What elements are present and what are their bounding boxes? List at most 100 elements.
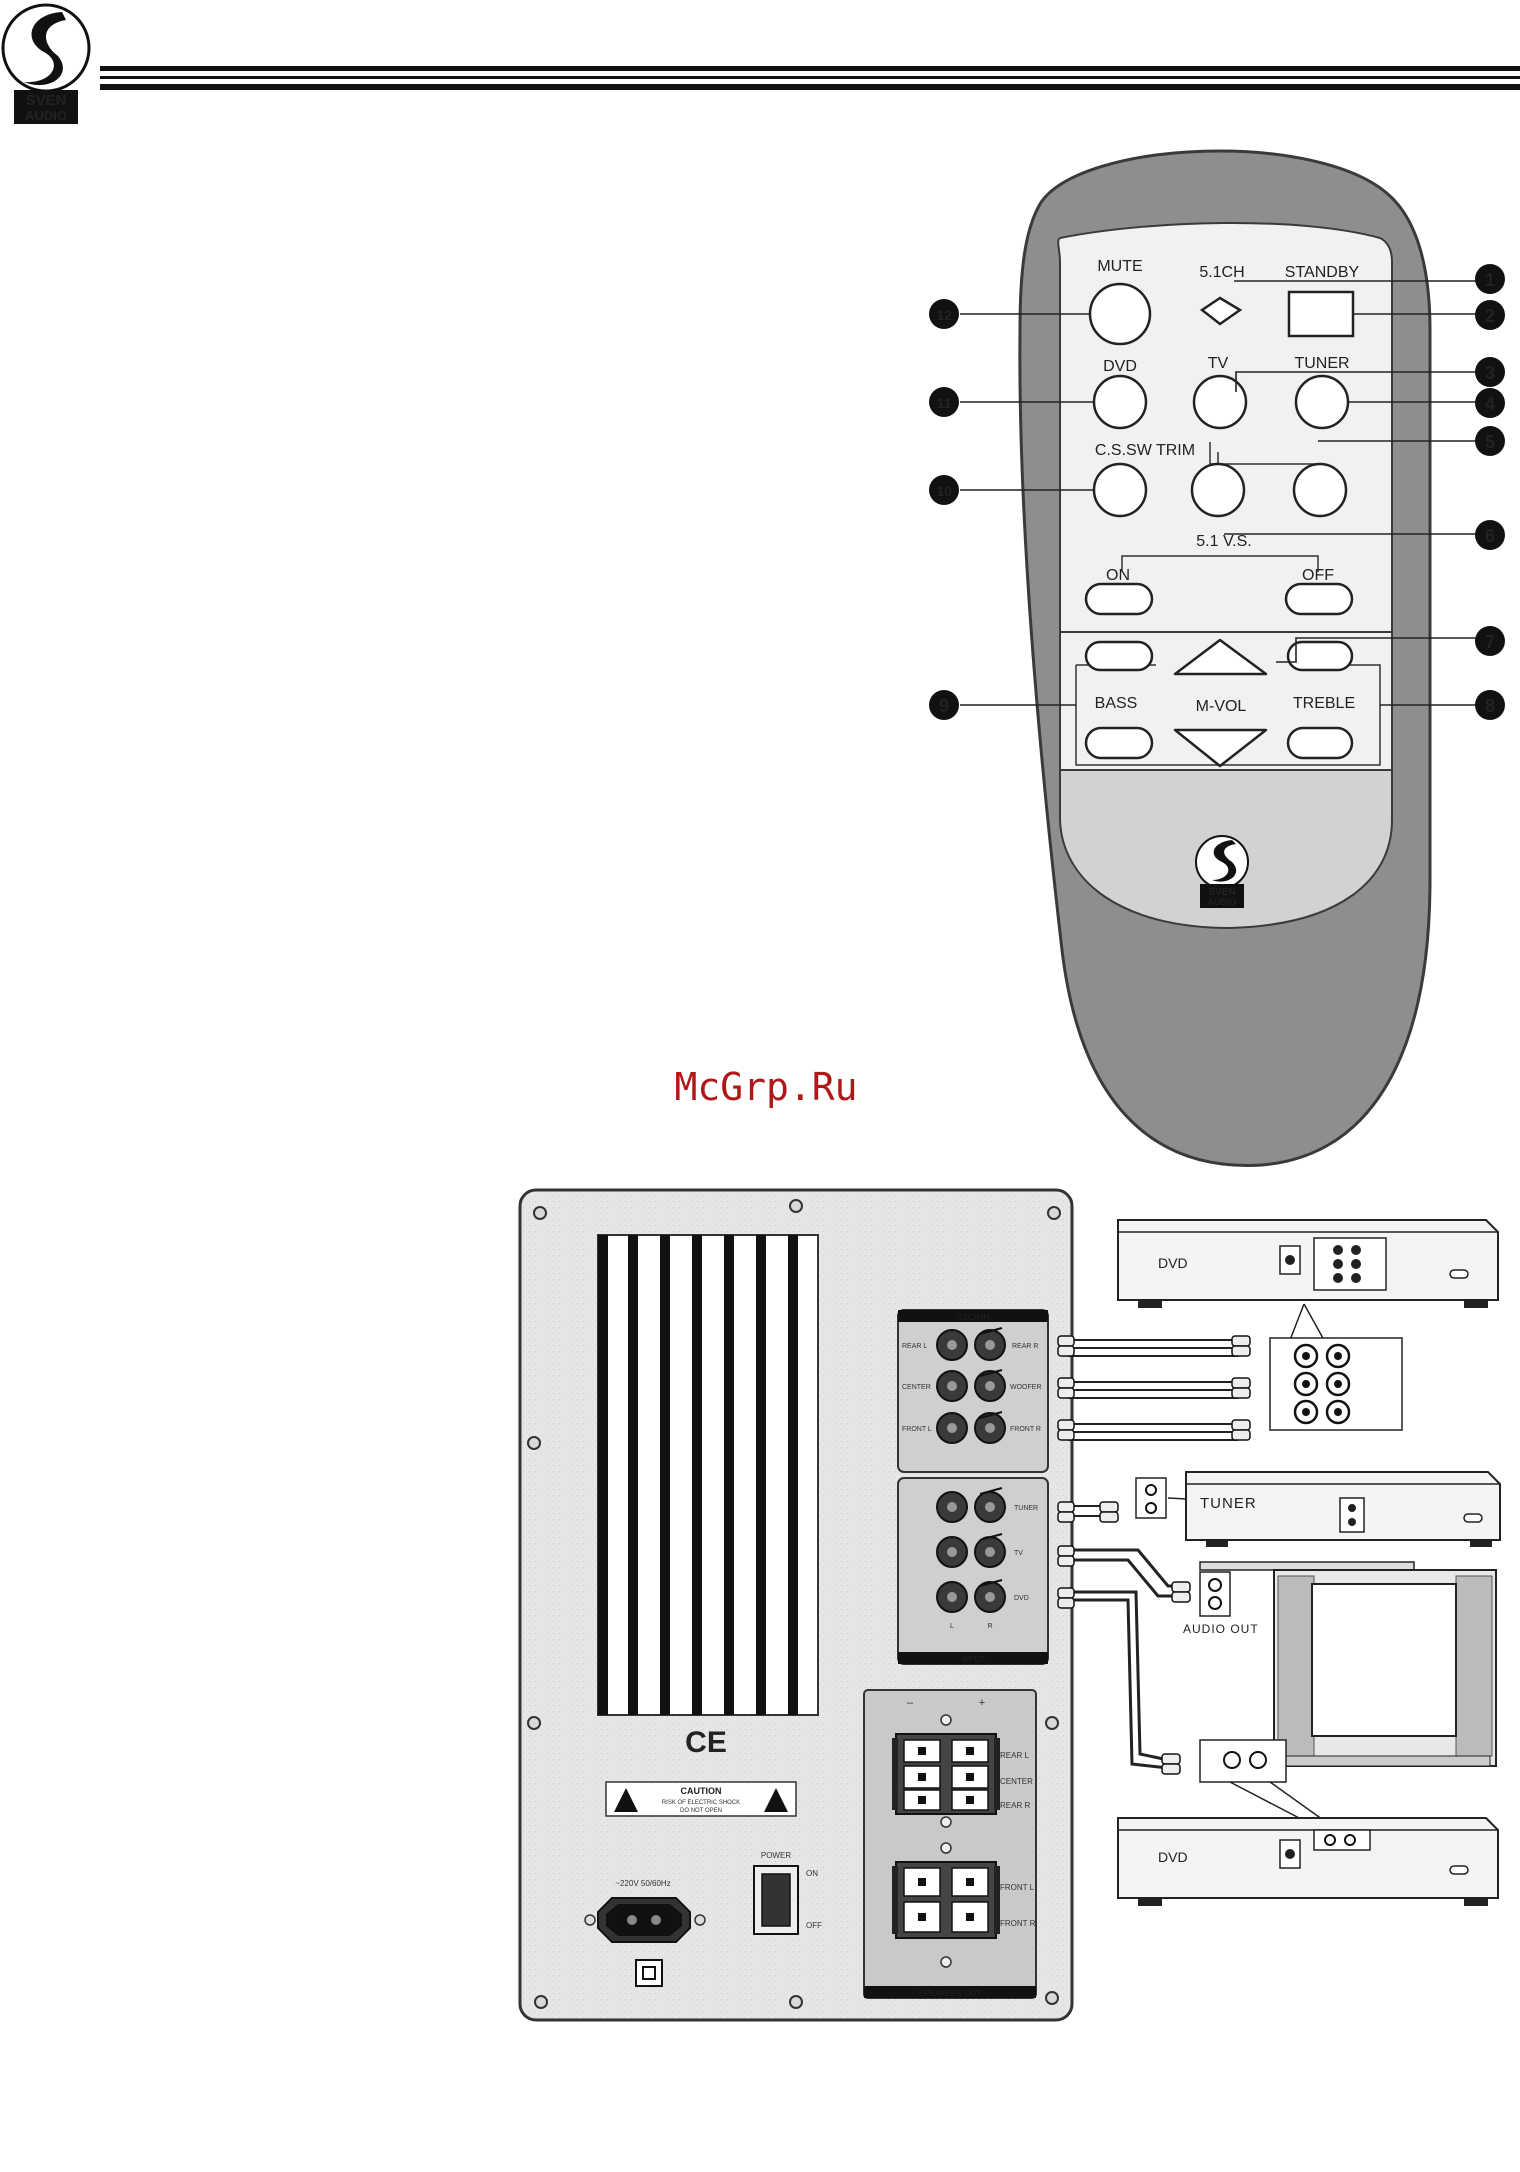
- mute-button[interactable]: [1088, 282, 1152, 346]
- input-51-arrows: [979, 1327, 1003, 1419]
- input-front-l-label: FRONT L: [902, 1426, 932, 1433]
- remote-logo-audio: AUDIO: [1208, 897, 1237, 907]
- callout-lines: [960, 280, 1476, 706]
- input-woofer-label: WOOFER: [1010, 1384, 1042, 1391]
- callout-3: 3: [1475, 357, 1505, 387]
- treble-label: TREBLE: [1293, 695, 1355, 712]
- trim-center-button[interactable]: [1092, 462, 1148, 518]
- speakers-out-title: SPEAKERS OUT: [919, 1989, 981, 1998]
- mvol-label: M-VOL: [1196, 698, 1247, 715]
- svg-text:1: 1: [1485, 270, 1495, 290]
- input-l-label: L: [950, 1623, 954, 1630]
- tuner-button[interactable]: [1294, 374, 1350, 430]
- terminal-bank-front: [892, 1861, 1000, 1939]
- off-label: OFF: [1302, 567, 1334, 584]
- svg-text:10: 10: [936, 483, 952, 499]
- caution-line1: RISK OF ELECTRIC SHOCK: [662, 1800, 740, 1806]
- tuner-label: TUNER: [1294, 355, 1349, 372]
- vs51-label: 5.1 V.S.: [1196, 533, 1251, 550]
- header: SVEN AUDIO: [1, 3, 1520, 124]
- svg-text:5: 5: [1485, 432, 1495, 452]
- svg-text:11: 11: [937, 395, 952, 411]
- ch51-label: 5.1CH: [1199, 264, 1244, 281]
- callout-6: 6: [1475, 520, 1505, 550]
- dvd2-label: DVD: [1158, 1849, 1188, 1865]
- callout-4: 4: [1475, 388, 1505, 418]
- heatsink: [597, 1234, 819, 1716]
- input-tuner-label: TUNER: [1014, 1505, 1038, 1512]
- mute-label: MUTE: [1097, 258, 1142, 275]
- dvd1-label: DVD: [1158, 1255, 1188, 1271]
- input-r-label: R: [987, 1623, 992, 1630]
- dvd1-output-zoom: [1269, 1337, 1403, 1431]
- callout-11: 11: [929, 387, 959, 417]
- panel-screws: [527, 1199, 1061, 2009]
- caution-line2: DO NOT OPEN: [680, 1808, 722, 1814]
- bass-up-button[interactable]: [1084, 640, 1154, 672]
- dvd-player-1: DVD: [1117, 1219, 1499, 1308]
- svg-text:3: 3: [1485, 363, 1495, 383]
- sven-audio-logo: SVEN AUDIO: [1, 3, 91, 124]
- volume-down-button[interactable]: [1173, 728, 1268, 768]
- terminal-plus-label: +: [979, 1697, 985, 1709]
- on-label: ON: [1106, 567, 1130, 584]
- remote-sven-logo: SVEN AUDIO: [1195, 835, 1249, 908]
- dvd-label: DVD: [1103, 358, 1137, 375]
- bass-down-button[interactable]: [1084, 726, 1154, 760]
- input-front-r-label: FRONT R: [1010, 1426, 1041, 1433]
- callout-5: 5: [1475, 426, 1505, 456]
- spk-front-l-label: FRONT L: [1000, 1883, 1035, 1892]
- terminal-bank-rear: [892, 1733, 1000, 1815]
- mains-label: ~220V 50/60Hz: [615, 1879, 670, 1888]
- remote-control: MUTE 5.1CH STANDBY DVD TV TUNER C.S.SW T…: [929, 149, 1505, 1167]
- input-title: INPUT: [961, 1655, 985, 1664]
- volume-up-button[interactable]: [1173, 638, 1268, 676]
- input-51-block: 5.1CH IN REAR L REAR R CENTER WOOFER F: [897, 1309, 1049, 1473]
- tv-audio-out: AUDIO OUT: [1183, 1571, 1259, 1636]
- logo-text-audio: AUDIO: [25, 108, 67, 123]
- vs-off-button[interactable]: [1284, 582, 1354, 616]
- input-51-title: 5.1CH IN: [957, 1313, 990, 1322]
- input-center-label: CENTER: [902, 1384, 931, 1391]
- logo-text-sven: SVEN: [26, 92, 67, 109]
- tuner-device-label: TUNER: [1200, 1495, 1257, 1512]
- input-rear-l-label: REAR L: [902, 1343, 927, 1350]
- tv-device: AUDIO OUT: [1183, 1561, 1497, 1767]
- ce-mark: CE: [685, 1726, 727, 1759]
- trim-surround-button[interactable]: [1190, 462, 1246, 518]
- trim-subwoofer-button[interactable]: [1292, 462, 1348, 518]
- treble-up-button[interactable]: [1286, 640, 1354, 672]
- speaker-output-block: SPEAKERS OUT – +: [863, 1689, 1037, 1999]
- svg-text:4: 4: [1485, 394, 1495, 414]
- audio-out-label: AUDIO OUT: [1183, 1622, 1259, 1636]
- svg-text:9: 9: [939, 696, 949, 716]
- standby-label: STANDBY: [1285, 264, 1360, 281]
- caution-title: CAUTION: [681, 1786, 722, 1796]
- standby-button[interactable]: [1287, 290, 1355, 338]
- tv-button[interactable]: [1192, 374, 1248, 430]
- tuner-device: TUNER: [1135, 1471, 1501, 1547]
- dvd-button[interactable]: [1092, 374, 1148, 430]
- power-label: POWER: [761, 1851, 791, 1860]
- svg-text:2: 2: [1485, 306, 1495, 326]
- svg-text:12: 12: [936, 307, 952, 323]
- spk-front-r-label: FRONT R: [1000, 1919, 1036, 1928]
- rear-panel: 5.1CH IN REAR L REAR R CENTER WOOFER F: [518, 1188, 1074, 2022]
- header-rule: [100, 66, 1520, 90]
- power-on-label: ON: [806, 1869, 818, 1878]
- callout-9: 9: [929, 690, 959, 720]
- callout-7: 7: [1475, 626, 1505, 656]
- callout-10: 10: [929, 475, 959, 505]
- svg-text:6: 6: [1485, 526, 1495, 546]
- ch51-button[interactable]: [1199, 296, 1243, 326]
- trim-label: C.S.SW TRIM: [1095, 442, 1195, 459]
- input-tv-label: TV: [1014, 1550, 1023, 1557]
- power-switch-group: POWER ON OFF: [753, 1851, 822, 1935]
- input-stereo-block: INPUT TUNER TV DVD L R: [897, 1477, 1049, 1665]
- callout-2: 2: [1475, 300, 1505, 330]
- vs-on-button[interactable]: [1084, 582, 1154, 616]
- dvd-player-2: DVD: [1117, 1739, 1499, 1906]
- spk-rear-r-label: REAR R: [1000, 1801, 1030, 1810]
- treble-down-button[interactable]: [1286, 726, 1354, 760]
- power-off-label: OFF: [806, 1921, 822, 1930]
